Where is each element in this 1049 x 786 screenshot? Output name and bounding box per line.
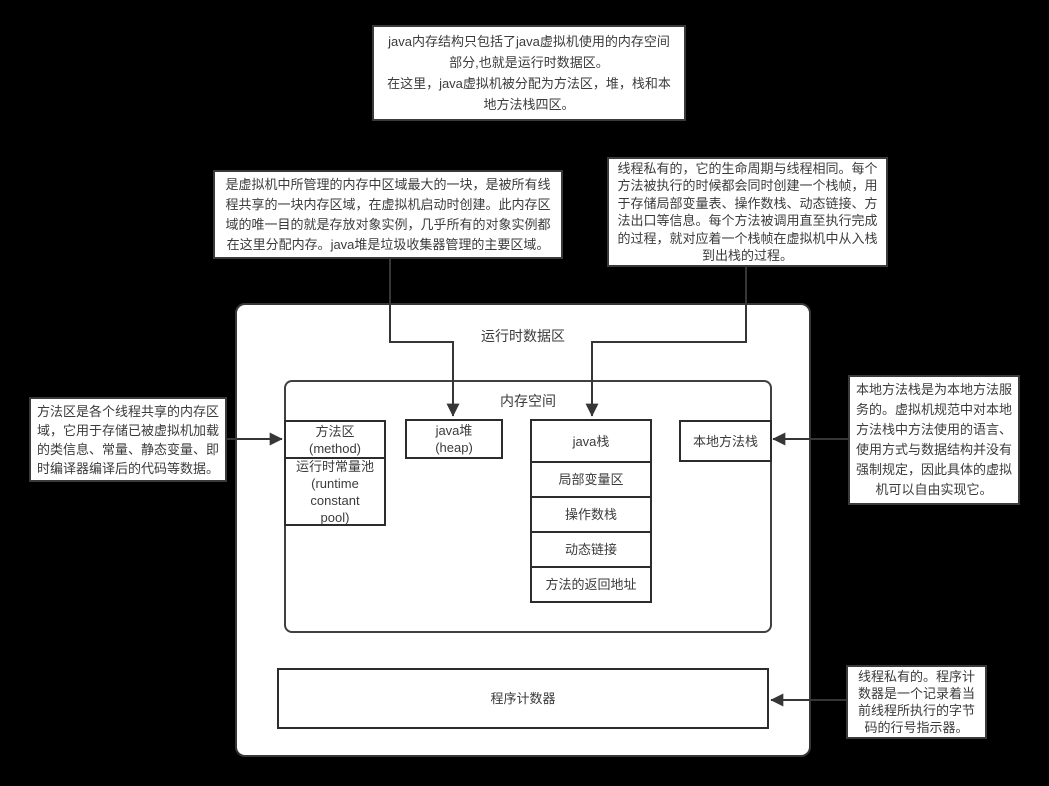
stack-frame-operand-stack: 操作数栈 [530, 496, 652, 533]
program-counter-note: 线程私有的。程序计 数器是一个记录着当 前线程所执行的字节 码的行号指示器。 [846, 665, 987, 739]
method-area-box: 方法区 (method) [284, 420, 386, 459]
native-stack-box: 本地方法栈 [679, 420, 772, 462]
method-area-column: 方法区 (method) 运行时常量池 (runtime constant po… [284, 420, 386, 526]
jvm-overview-note: java内存结构只包括了java虚拟机使用的内存空间 部分,也就是运行时数据区。… [372, 25, 686, 121]
stack-frame-dynamic-link: 动态链接 [530, 531, 652, 568]
native-stack-note: 本地方法栈是为本地方法服 务的。虚拟机规范中对本地 方法栈中方法使用的语言、 使… [848, 375, 1020, 505]
stack-frame-local-vars: 局部变量区 [530, 461, 652, 498]
runtime-data-area-label: 运行时数据区 [481, 328, 565, 344]
java-stack-note: 线程私有的，它的生命周期与线程相同。每个 方法被执行的时候都会同时创建一个栈帧，… [607, 157, 888, 267]
constant-pool-box: 运行时常量池 (runtime constant pool) [284, 457, 386, 526]
java-stack-column: java栈 局部变量区 操作数栈 动态链接 方法的返回地址 [530, 419, 652, 603]
stack-frame-return-address: 方法的返回地址 [530, 566, 652, 603]
heap-box: java堆 (heap) [405, 419, 503, 459]
memory-space-label: 内存空间 [500, 393, 556, 409]
heap-note: 是虚拟机中所管理的内存中区域最大的一块，是被所有线 程共享的一块内存区域，在虚拟… [213, 170, 563, 259]
method-area-note: 方法区是各个线程共享的内存区 域，它用于存储已被虚拟机加载 的类信息、常量、静态… [29, 397, 227, 482]
program-counter-box: 程序计数器 [277, 668, 769, 729]
java-stack-box: java栈 [530, 419, 652, 463]
